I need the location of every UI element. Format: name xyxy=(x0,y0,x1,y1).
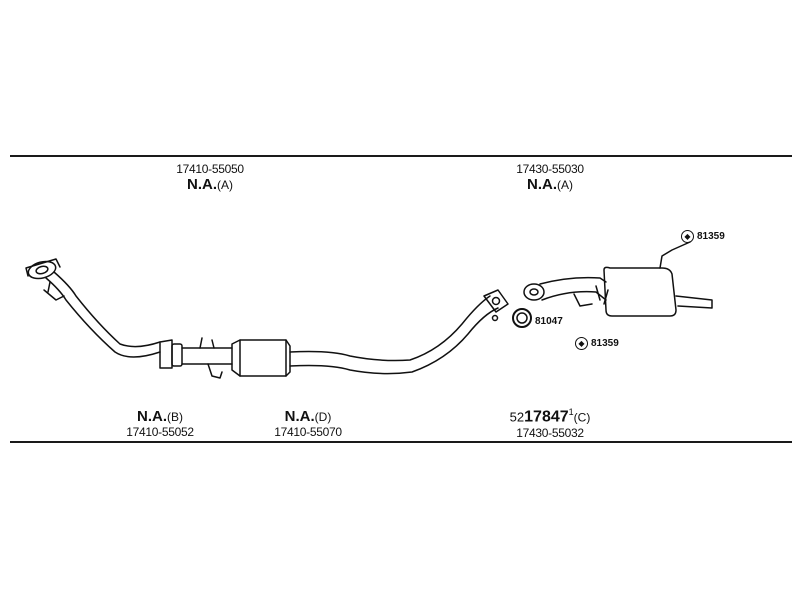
gasket-ring xyxy=(512,308,532,328)
fitting-code: 81359 xyxy=(697,231,725,242)
part-number: 17430-55032 xyxy=(516,426,584,441)
front-pipe xyxy=(25,258,161,358)
hanger-tag-bottom: ◆ 81359 xyxy=(575,337,619,350)
part-number: 17410-55052 xyxy=(126,425,194,439)
rear-bottom-label: 52178471(C) 17430-55032 xyxy=(495,407,605,440)
fitting-code: 81359 xyxy=(591,338,619,349)
center-resonator xyxy=(231,339,291,377)
front-pipe-top-label: 17410-55050 N.A.(A) xyxy=(160,162,260,193)
bottom-divider xyxy=(10,441,792,443)
availability: N.A.(A) xyxy=(187,176,233,193)
top-divider xyxy=(10,155,792,157)
catalog-code: 52178471(C) xyxy=(509,407,591,426)
part-number: 17430-55030 xyxy=(516,162,584,176)
availability: N.A.(A) xyxy=(527,176,573,193)
front-pipe-bottom-label: N.A.(B) 17410-55052 xyxy=(110,408,210,439)
hanger-symbols xyxy=(595,285,609,305)
part-number: 17410-55070 xyxy=(274,425,342,439)
intermediate-pipe xyxy=(289,295,499,375)
gasket-tag: 81047 xyxy=(535,316,563,327)
availability: N.A.(D) xyxy=(284,408,332,425)
part-number: 17410-55050 xyxy=(176,162,244,176)
rear-muffler xyxy=(523,241,713,317)
fitting-code: 81047 xyxy=(535,316,563,327)
hanger-icon: ◆ xyxy=(575,337,588,350)
center-pipe-bottom-label: N.A.(D) 17410-55070 xyxy=(258,408,358,439)
flex-joint xyxy=(159,337,233,379)
availability: N.A.(B) xyxy=(137,408,183,425)
rear-muffler-top-label: 17430-55030 N.A.(A) xyxy=(500,162,600,193)
mid-flange xyxy=(483,289,509,322)
